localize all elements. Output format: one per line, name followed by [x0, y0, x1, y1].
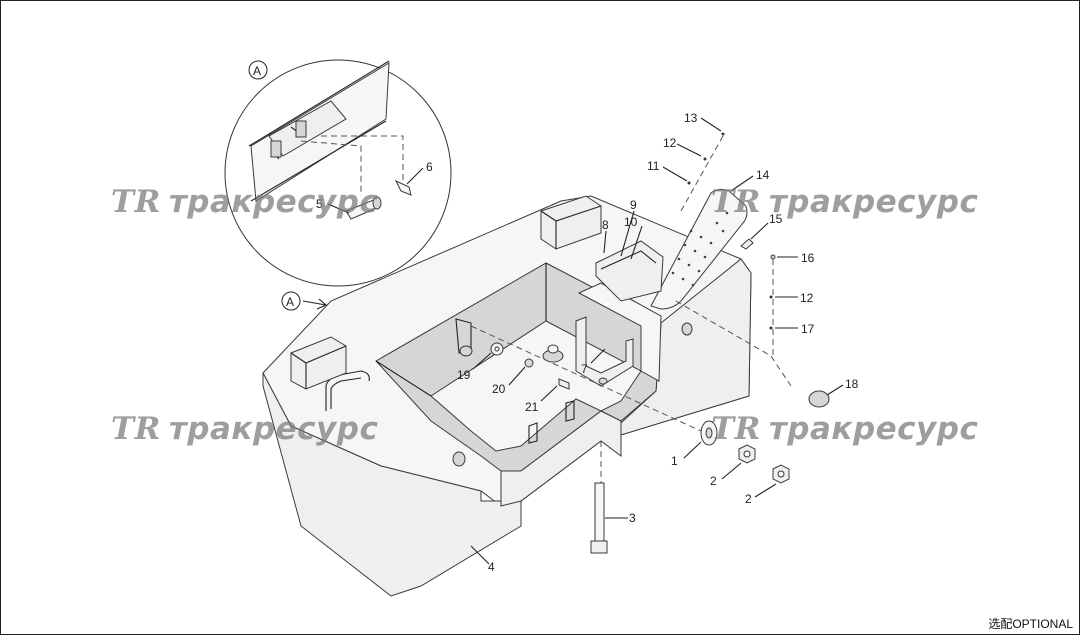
alignment-line: [680, 135, 724, 212]
detail-view-a: [224, 59, 452, 287]
callout-20: 20: [492, 382, 506, 396]
callout-8: 8: [602, 218, 609, 232]
callout-9: 9: [630, 198, 637, 212]
watermark-logo: TR: [111, 411, 161, 447]
callout-3: 3: [629, 511, 636, 525]
callout-labels: 1 2 2 3 4 5 6 7 8 9 10 11 12 12 13 14 15…: [316, 111, 859, 574]
cover-plate: [595, 188, 748, 310]
callout-7: 7: [581, 362, 588, 376]
callout-17: 17: [801, 322, 815, 336]
alignment-line: [675, 300, 792, 387]
callout-12: 12: [800, 291, 814, 305]
detail-marker-label: A: [253, 64, 261, 78]
callout-19: 19: [457, 368, 471, 382]
callout-12: 12: [663, 136, 677, 150]
optional-note: 选配OPTIONAL: [988, 617, 1073, 631]
callout-11: 11: [647, 159, 660, 173]
callout-14: 14: [756, 168, 770, 182]
callout-4: 4: [488, 560, 495, 574]
detail-marker: A: [248, 60, 268, 80]
callout-5: 5: [316, 197, 323, 211]
view-marker-label: A: [286, 295, 294, 309]
watermark-logo: TR: [111, 184, 161, 220]
view-marker: A: [281, 291, 301, 311]
watermark-logo: TR: [711, 411, 761, 447]
callout-2: 2: [710, 474, 717, 488]
callout-13: 13: [684, 111, 698, 125]
callout-1: 1: [671, 454, 678, 468]
watermark-logo: TR: [711, 184, 761, 220]
callout-15: 15: [769, 212, 783, 226]
callout-6: 6: [426, 160, 433, 174]
alignment-line: [470, 325, 702, 432]
callout-2: 2: [745, 492, 752, 506]
callout-10: 10: [624, 215, 638, 229]
callout-21: 21: [525, 400, 539, 414]
callout-16: 16: [801, 251, 815, 265]
loose-parts: [490, 132, 830, 554]
callout-18: 18: [845, 377, 859, 391]
leader-lines: [302, 117, 844, 565]
